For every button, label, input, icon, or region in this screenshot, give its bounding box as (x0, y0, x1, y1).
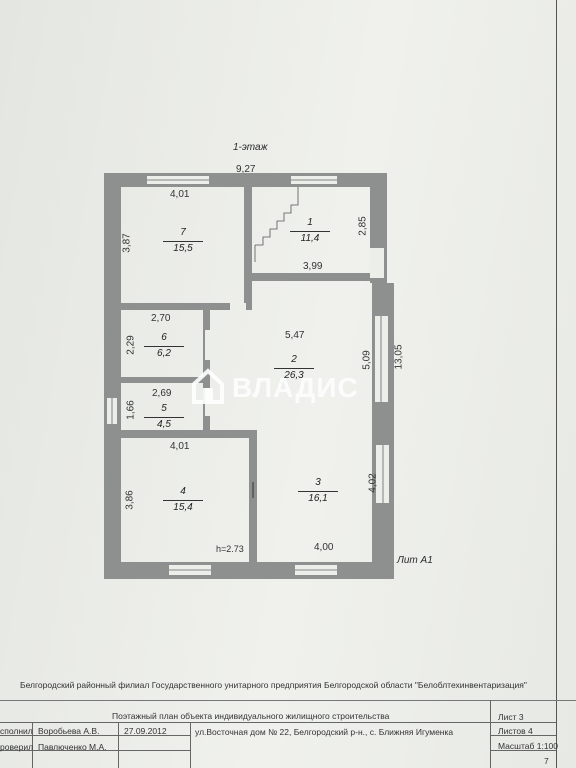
title-block: Белгородский районный филиал Государстве… (0, 672, 576, 768)
stairs (254, 187, 299, 262)
overall-width: 9,27 (236, 164, 256, 175)
room-1-number: 1 (307, 217, 313, 228)
room-4-area: 15,4 (163, 500, 203, 513)
room-4-number: 4 (180, 486, 186, 497)
room-5-area: 4,5 (144, 417, 184, 430)
door-r6 (205, 330, 210, 360)
room-7-area: 15,5 (163, 241, 203, 254)
door-r7 (230, 303, 246, 310)
room-7-number: 7 (180, 227, 186, 238)
dim-r3-width: 4,00 (314, 542, 334, 553)
dim-r4-height: 3,86 (124, 490, 136, 510)
document-date: 27.09.2012 (124, 726, 167, 736)
wall-r7-bottom (121, 303, 252, 310)
dim-r2-height: 5,09 (361, 350, 373, 370)
room-3-number: 3 (315, 477, 321, 488)
checker-name: Павлюченко М.А. (38, 742, 107, 752)
page-number: 7 (544, 756, 549, 766)
room-6-number: 6 (161, 332, 167, 343)
wall-r1-bottom (252, 273, 372, 281)
dim-r5-height: 1,66 (125, 400, 137, 420)
dim-r3-height: 4,02 (367, 473, 379, 493)
wall-r5-bottom (121, 430, 257, 438)
checked-label: роверил (0, 742, 34, 752)
lit-label: Лит А1 (397, 555, 433, 566)
wall-bottom (104, 562, 394, 579)
sheet-count: Листов 4 (498, 726, 533, 736)
ceiling-height: h=2.73 (216, 544, 244, 554)
room-3-area: 16,1 (298, 491, 338, 504)
dim-r6-width: 2,70 (151, 313, 171, 324)
dim-r6-height: 2,29 (125, 335, 137, 355)
watermark-text: ВЛАДИС (232, 372, 359, 403)
window-r3-right (376, 445, 389, 503)
wall-r6-bottom (121, 377, 210, 383)
dim-r4-width: 4,01 (170, 441, 190, 452)
organization-name: Белгородский районный филиал Государстве… (20, 680, 527, 690)
wall-top (104, 173, 387, 187)
dim-r1-height: 2,85 (357, 216, 369, 236)
page-border-right (556, 0, 557, 768)
room-6-area: 6,2 (144, 346, 184, 359)
floor-label: 1-этаж (233, 142, 268, 153)
window-lines (111, 179, 384, 571)
home-icon (192, 368, 224, 404)
dim-r1-width: 3,99 (303, 261, 323, 272)
room-1-area: 11,4 (290, 231, 330, 244)
scale-label: Масштаб 1:100 (498, 741, 558, 751)
window-r2-right (375, 316, 388, 402)
dim-overall-height: 13,05 (393, 344, 405, 370)
dim-r5-width: 2,69 (152, 388, 172, 399)
dim-r7-width: 4,01 (170, 189, 190, 200)
document-title: Поэтажный план объекта индивидуального ж… (112, 711, 390, 721)
wall-r7-right (244, 187, 252, 307)
dim-r2-width: 5,47 (285, 330, 305, 341)
object-address: ул.Восточная дом № 22, Белгородский р-н.… (195, 727, 454, 737)
dim-r7-height: 3,87 (121, 233, 133, 253)
room-5-number: 5 (161, 403, 167, 414)
sheet-number: Лист 3 (498, 712, 524, 722)
door-r1-right (370, 248, 384, 278)
executor-name: Воробьева А.В. (38, 726, 100, 736)
room-2-area: 26,3 (274, 368, 314, 381)
room-2-number: 2 (291, 354, 297, 365)
executed-label: сполнил (0, 726, 33, 736)
wall-left (104, 173, 121, 579)
